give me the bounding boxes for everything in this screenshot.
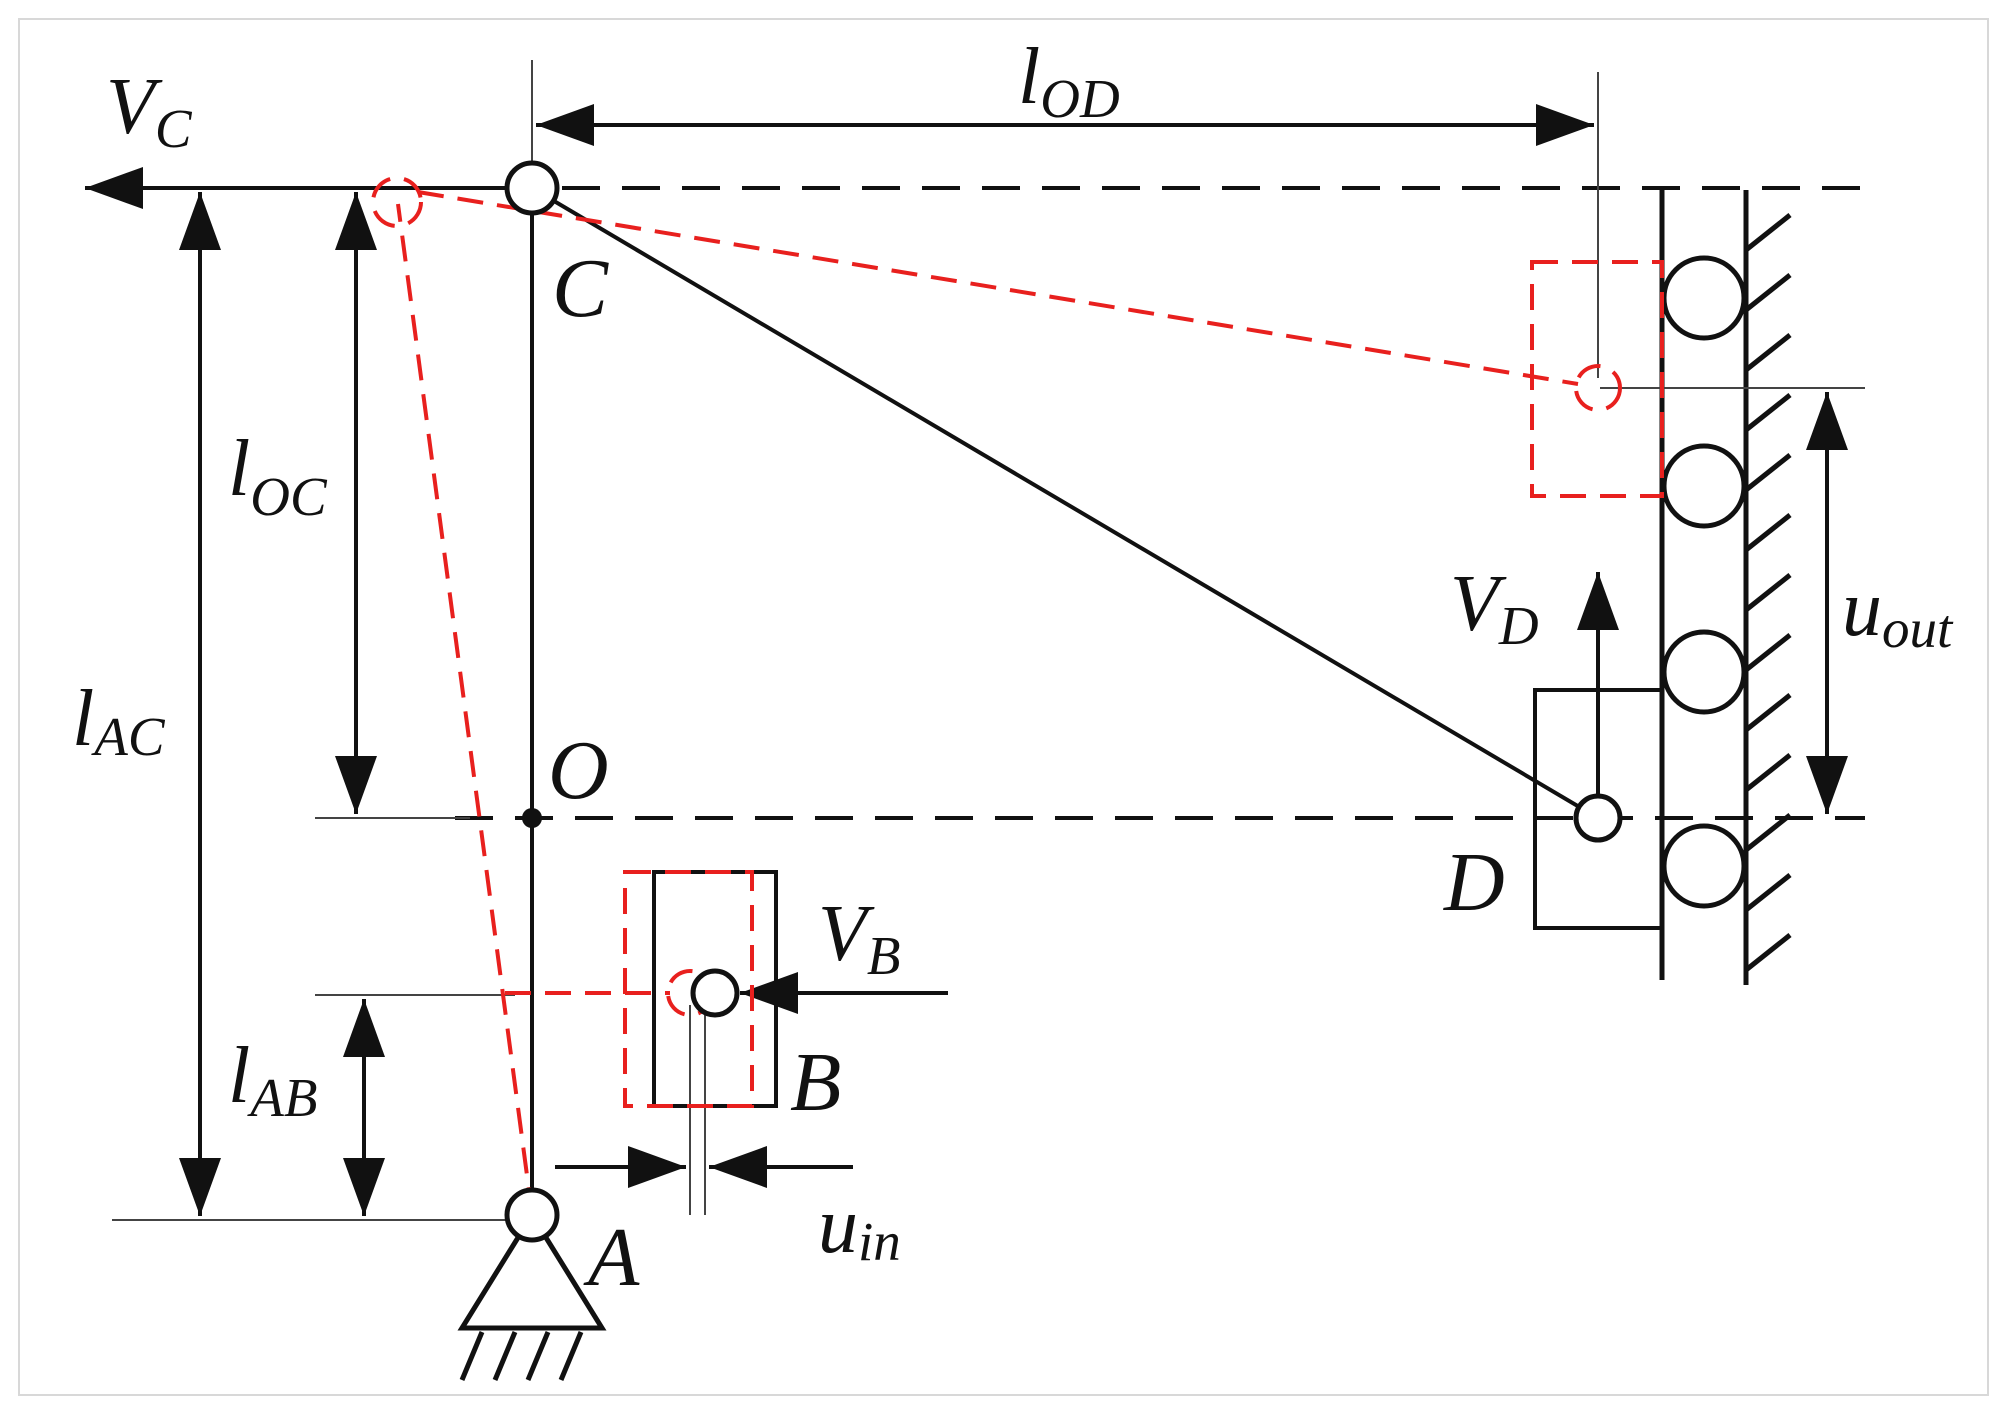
roller bbox=[1661, 255, 1747, 341]
label-u-out: uout bbox=[1842, 565, 1954, 659]
label-l-ab: lAB bbox=[228, 1032, 317, 1128]
reference-lines bbox=[455, 186, 1865, 820]
label-u-in: uin bbox=[818, 1182, 901, 1272]
label-l-od: lOD bbox=[1018, 33, 1120, 129]
extension-lines bbox=[112, 60, 1865, 1221]
connecting-rod-cd bbox=[530, 186, 1600, 820]
support-triangle bbox=[457, 1210, 607, 1331]
label-point-b: B bbox=[790, 1036, 841, 1129]
roller bbox=[1661, 629, 1747, 715]
displaced-pin-d bbox=[1574, 364, 1622, 412]
roller bbox=[1661, 823, 1747, 909]
displaced-rod bbox=[417, 190, 1579, 386]
displaced-slider-b bbox=[623, 870, 754, 1108]
wall-hatching bbox=[1744, 213, 1792, 972]
pin-b bbox=[690, 968, 740, 1018]
pivot-o bbox=[522, 808, 542, 828]
pin-d bbox=[1573, 793, 1623, 843]
displaced-slider-d bbox=[1530, 260, 1664, 498]
label-v-d: VD bbox=[1450, 560, 1539, 656]
guide-wall bbox=[1659, 190, 1792, 985]
lever bbox=[85, 167, 1600, 1215]
rollers bbox=[1661, 255, 1747, 909]
dimension-arrows bbox=[179, 104, 1848, 1216]
label-l-oc: lOC bbox=[228, 425, 328, 527]
support-a bbox=[457, 1187, 607, 1381]
roller bbox=[1661, 443, 1747, 529]
label-point-o: O bbox=[548, 724, 609, 817]
pins bbox=[504, 160, 1623, 1018]
pin-c bbox=[504, 160, 560, 216]
label-point-c: C bbox=[552, 242, 609, 335]
label-v-c: VC bbox=[106, 63, 193, 159]
pin-a bbox=[504, 1187, 560, 1243]
label-point-d: D bbox=[1443, 836, 1505, 929]
ground-hatching bbox=[459, 1331, 584, 1381]
label-l-ac: lAC bbox=[72, 675, 166, 767]
displaced-pin-c bbox=[371, 176, 423, 228]
labels: VC lOD C lOC lAC O VB B lAB uin A VD D u… bbox=[72, 33, 1954, 1304]
label-v-b: VB bbox=[818, 890, 900, 986]
displaced-lever bbox=[396, 203, 534, 1214]
label-point-a: A bbox=[583, 1211, 640, 1304]
slider-d bbox=[1533, 572, 1664, 930]
